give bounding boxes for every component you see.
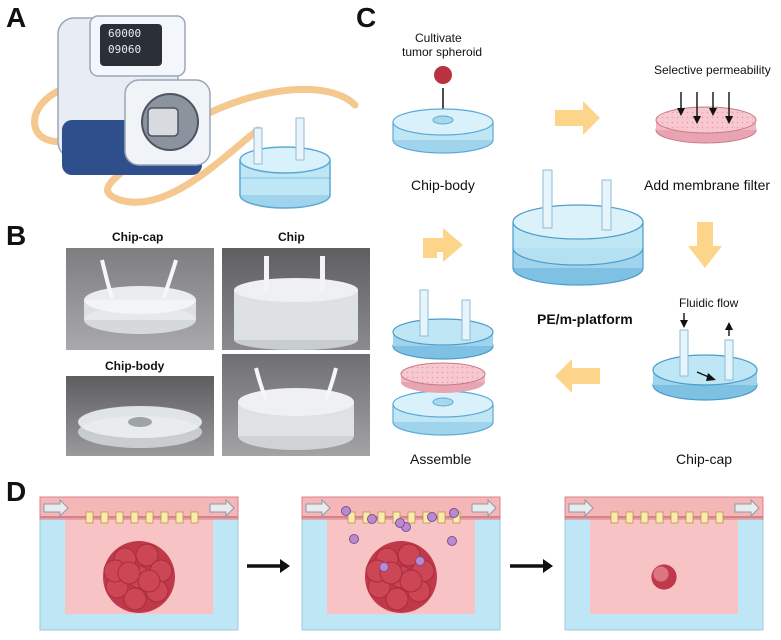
drug-particle (395, 518, 405, 528)
pore (115, 511, 124, 524)
pore (437, 511, 446, 524)
channel-2 (301, 496, 501, 520)
drug-particle (341, 506, 351, 516)
pore (377, 511, 386, 524)
flow-out-arrow-2 (471, 498, 497, 518)
label-chip-body: Chip-body (105, 359, 165, 373)
tumor-lobe (385, 587, 409, 611)
step-arrowhead-2 (543, 559, 553, 573)
pump-display-line2: 09060 (108, 43, 142, 56)
channel-3 (564, 496, 764, 520)
arrow-down-right (688, 222, 722, 268)
tumor-spheroid-small (434, 66, 452, 84)
panel-d-letter: D (6, 476, 27, 507)
drug-particle (367, 514, 377, 524)
tumor-lobe (117, 561, 141, 585)
label-chip-cap: Chip-cap (112, 230, 164, 244)
drug-particle (447, 536, 457, 546)
pore (160, 511, 169, 524)
pore (145, 511, 154, 524)
pore (610, 511, 619, 524)
pore (175, 511, 184, 524)
drug-particle (449, 508, 459, 518)
pore (130, 511, 139, 524)
panel-c-letter: C (356, 2, 377, 33)
pump-screen (100, 24, 162, 66)
drug-particle (427, 512, 437, 522)
label-platform: PE/m-platform (537, 311, 633, 327)
label-add-membrane-filter: Add membrane filter (644, 177, 771, 193)
panel-a-letter: A (6, 2, 27, 33)
flow-in-arrow-1 (43, 498, 69, 518)
pore (640, 511, 649, 524)
drug-particle (349, 534, 359, 544)
label-selective-permeability: Selective permeability (654, 63, 771, 77)
label-chip-cap-c: Chip-cap (676, 451, 733, 467)
tumor-lobe (399, 569, 423, 593)
platform-illustration (512, 169, 644, 286)
pore (85, 511, 94, 524)
channel-1 (39, 496, 239, 520)
tumor-lobe (397, 543, 421, 567)
chip-body-illustration (392, 108, 494, 154)
pore (100, 511, 109, 524)
pump-display-line1: 60000 (108, 27, 142, 40)
step-arrowhead-1 (280, 559, 290, 573)
photo-chip (222, 248, 370, 350)
tube-right (191, 85, 359, 124)
photo-chip-cap (66, 248, 214, 350)
pore (670, 511, 679, 524)
pore (655, 511, 664, 524)
drug-particle (415, 556, 425, 566)
label-tumor-spheroid: tumor spheroid (402, 45, 483, 59)
pore (625, 511, 634, 524)
arrow-up-right (423, 228, 463, 262)
label-fluidic-flow: Fluidic flow (679, 296, 739, 310)
membrane-filter-illustration (655, 92, 757, 144)
flow-in-arrow-2 (305, 498, 331, 518)
label-cultivate: Cultivate (415, 31, 462, 45)
pore (347, 511, 356, 524)
arrow-right-top (555, 101, 600, 135)
photo-chip-assembled (222, 354, 370, 456)
flow-out-arrow-3 (734, 498, 760, 518)
pore (407, 511, 416, 524)
pump-clamp (147, 107, 179, 137)
label-chip-body-c: Chip-body (411, 177, 475, 193)
label-assemble: Assemble (410, 451, 472, 467)
pore (715, 511, 724, 524)
assemble-stack-illustration (392, 289, 494, 436)
pore (685, 511, 694, 524)
arrow-left-bottom (555, 359, 600, 393)
pore (190, 511, 199, 524)
tumor-lobe (135, 543, 159, 567)
photo-chip-body (66, 376, 214, 456)
label-chip: Chip (278, 230, 305, 244)
flow-in-arrow-3 (568, 498, 594, 518)
tumor-lobe (653, 566, 669, 582)
drug-particle (379, 562, 389, 572)
panel-b-letter: B (6, 220, 27, 251)
pore (700, 511, 709, 524)
tumor-lobe (123, 587, 147, 611)
tumor-lobe (137, 569, 161, 593)
flow-out-arrow-1 (209, 498, 235, 518)
chip-cap-illustration (652, 313, 758, 401)
